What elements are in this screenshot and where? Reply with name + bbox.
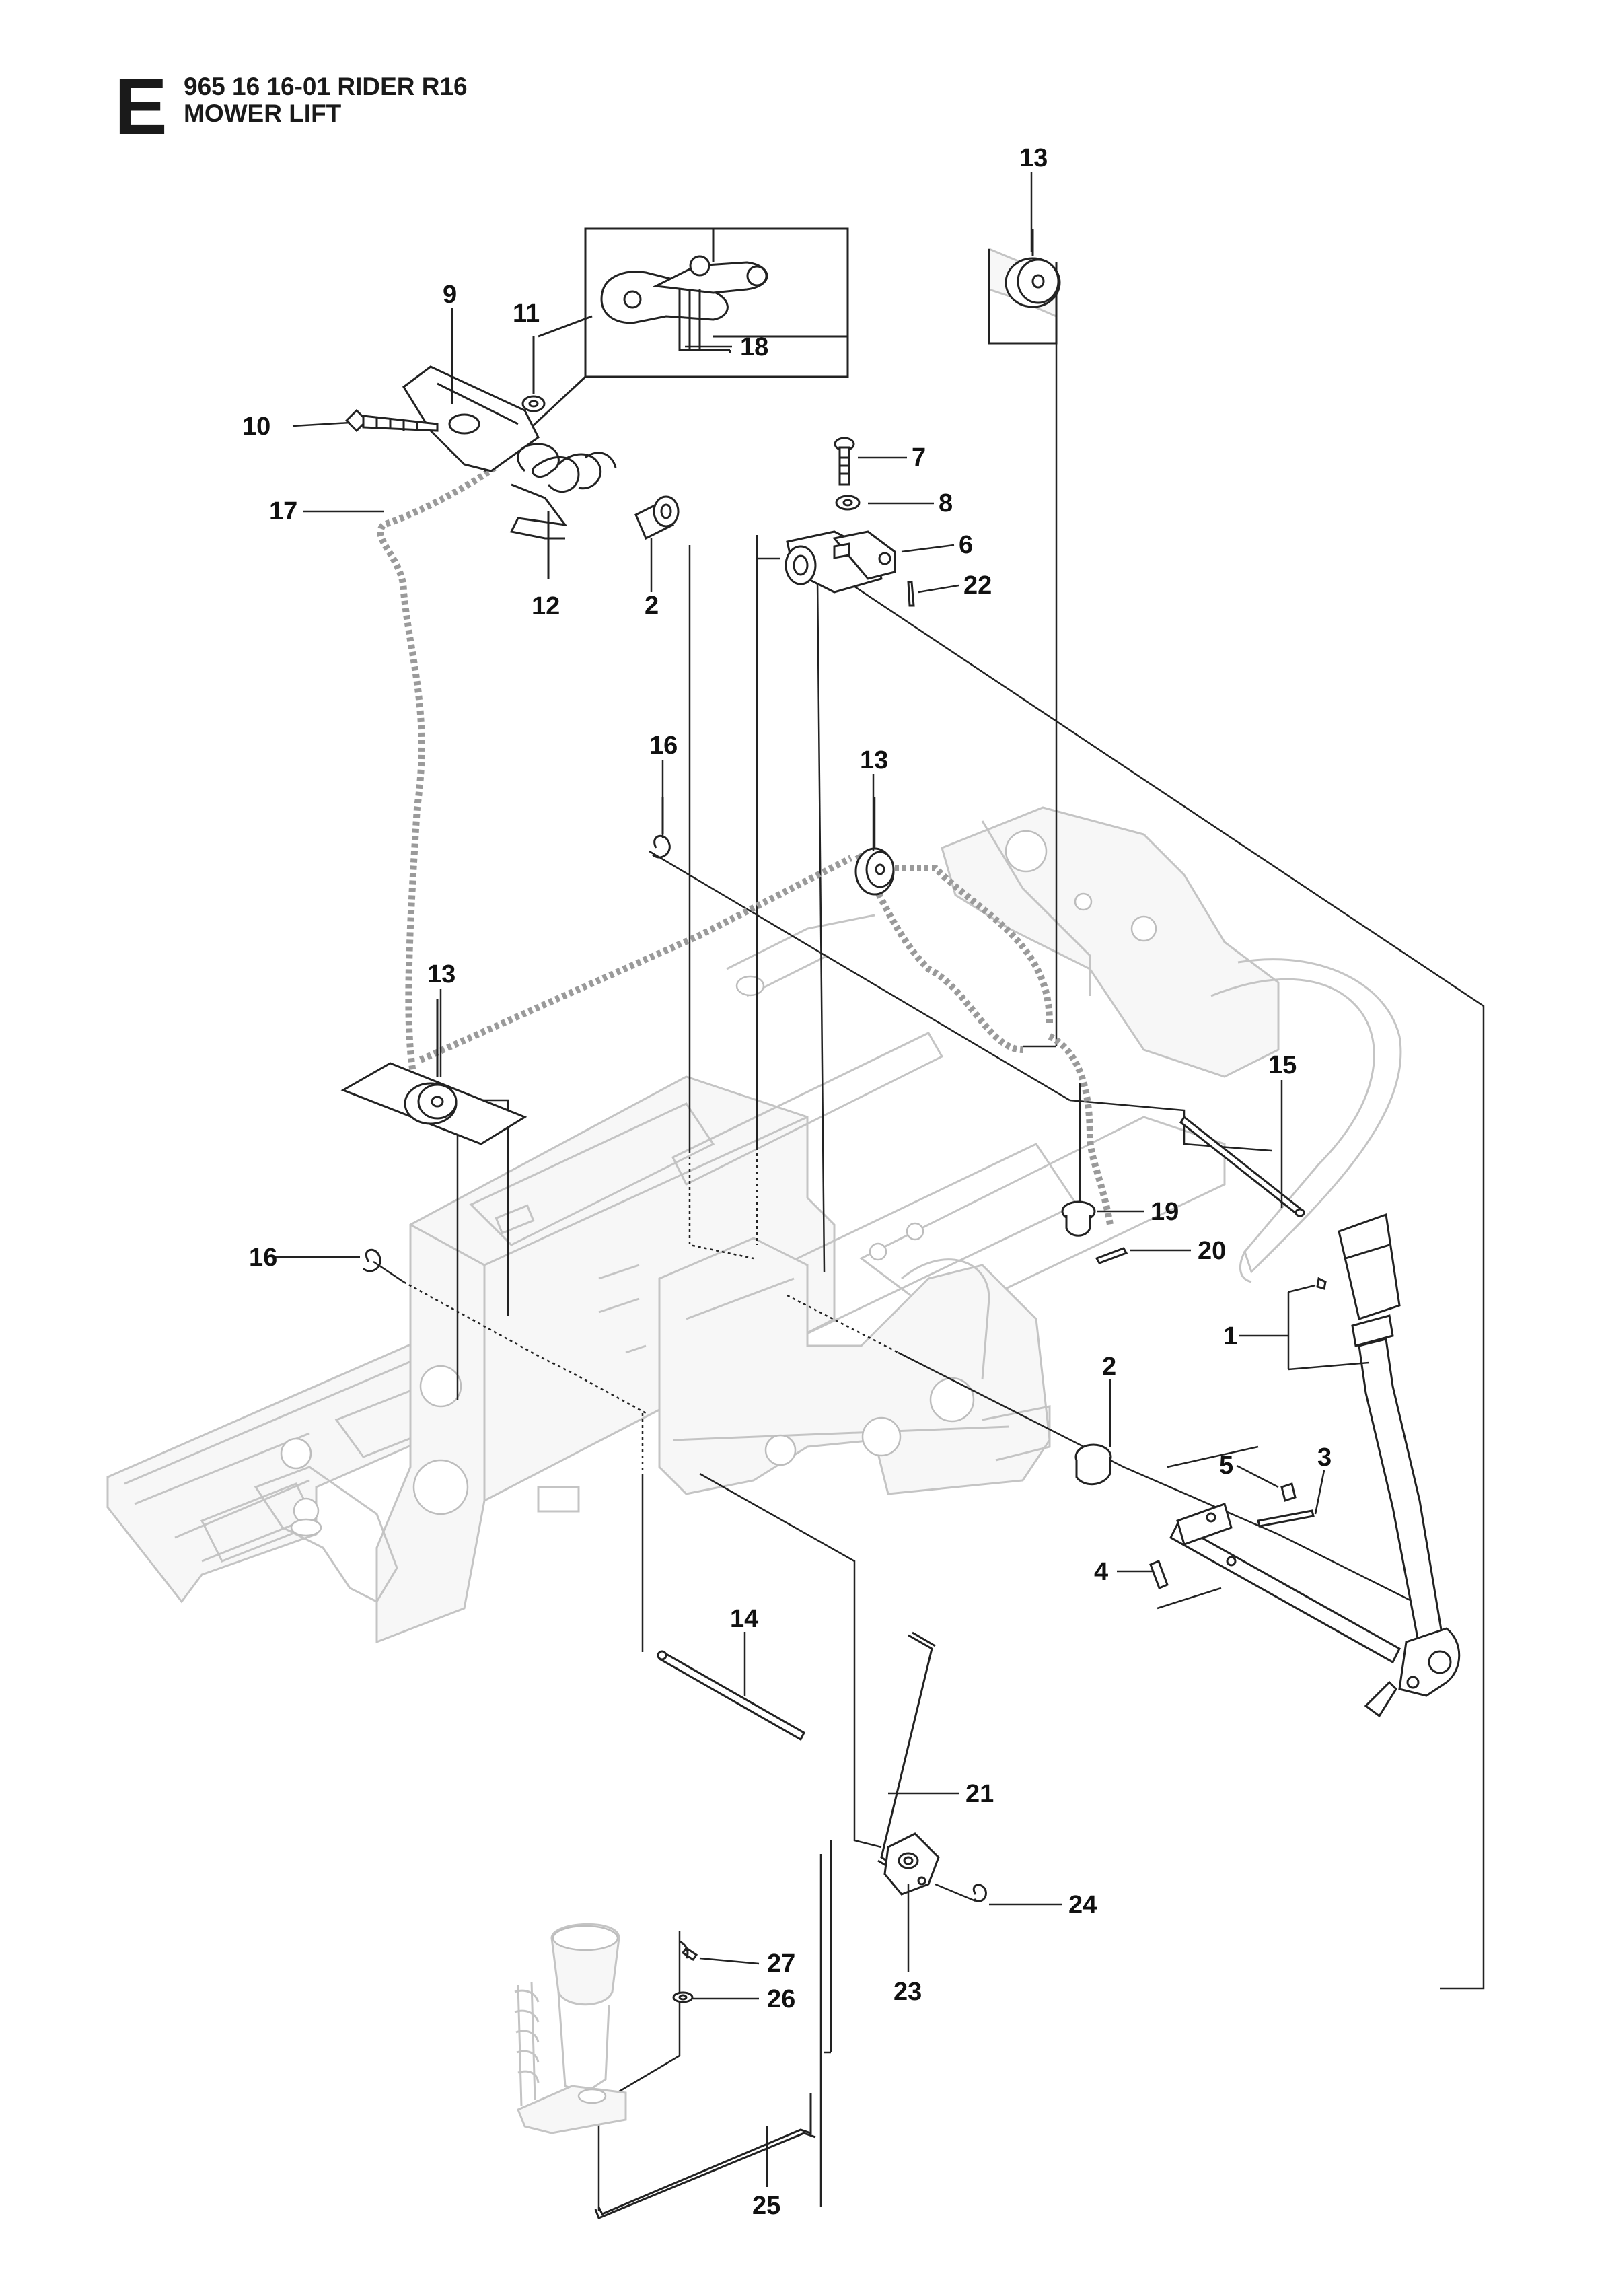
chain-17 (377, 464, 1114, 1225)
part-13-pulley-left (340, 999, 527, 1145)
part-7-bolt (834, 437, 855, 486)
callout-11: 11 (513, 299, 540, 328)
callout-26: 26 (767, 1985, 795, 2013)
callout-24: 24 (1068, 1891, 1097, 1919)
part-12-spring (509, 443, 617, 579)
callout-13-left: 13 (427, 960, 455, 989)
callout-16-lower: 16 (249, 1244, 277, 1272)
callout-25: 25 (752, 2192, 780, 2220)
callout-3: 3 (1317, 1443, 1332, 1472)
part-1-lever (1316, 1213, 1461, 1718)
callout-1: 1 (1223, 1322, 1237, 1351)
part-20-pin (1095, 1247, 1128, 1264)
part-2-spacer-top (634, 495, 680, 540)
callout-27: 27 (767, 1949, 795, 1978)
callout-9: 9 (443, 281, 457, 309)
part-19-spacer (1061, 1200, 1096, 1237)
part-3-pin (1257, 1509, 1315, 1528)
part-22-pin (907, 581, 915, 607)
part-16-ring-upper (651, 797, 671, 859)
part-2-spacer-lower (1074, 1443, 1112, 1486)
callout-7: 7 (912, 443, 926, 472)
part-13-pulley-mid (854, 847, 895, 896)
callout-6: 6 (959, 531, 973, 559)
callout-20: 20 (1198, 1237, 1226, 1265)
part-8-nut (835, 495, 861, 511)
chassis-frame (106, 806, 1402, 1644)
part-4-pin (1149, 1560, 1169, 1589)
callout-leaders (275, 172, 1370, 2187)
part-23-bracket (883, 1832, 940, 1896)
callout-2-lower: 2 (1102, 1353, 1116, 1381)
callout-10: 10 (242, 412, 270, 441)
part-26-washer (672, 1991, 694, 2003)
callout-13-mid: 13 (860, 746, 888, 775)
part-27-pin (679, 1940, 698, 1962)
callout-17: 17 (269, 497, 297, 526)
callout-2-top: 2 (645, 591, 659, 620)
callout-16-upper: 16 (649, 731, 678, 760)
callout-15: 15 (1268, 1051, 1297, 1079)
callout-12: 12 (532, 592, 560, 620)
model-title: 965 16 16-01 RIDER R16 (184, 73, 468, 100)
callout-labels: 13 9 11 18 10 7 8 17 6 22 12 2 16 13 13 … (242, 144, 1332, 2220)
callout-22: 22 (963, 571, 992, 600)
detail-inset-18 (483, 227, 849, 472)
part-14-rod (657, 1650, 805, 1742)
part-5-clip (1280, 1482, 1297, 1502)
section-letter: E (114, 63, 168, 151)
part-13-pulley-top (988, 229, 1061, 345)
callout-5: 5 (1219, 1451, 1233, 1480)
part-15-rod (1179, 1115, 1305, 1217)
callout-19: 19 (1151, 1198, 1179, 1226)
part-16-ring-lower (362, 1248, 381, 1272)
part-6-bracket (785, 530, 896, 594)
part-9-bracket (402, 365, 540, 472)
part-10-bolt (344, 408, 439, 433)
callout-18: 18 (740, 333, 768, 361)
pedal-assembly (514, 1923, 627, 2134)
explode-lines (373, 262, 1485, 2211)
part-24-clip (972, 1884, 987, 1902)
callout-14: 14 (730, 1605, 758, 1633)
part-shaft-assembly (1169, 1503, 1401, 1664)
diagram-header: E 965 16 16-01 RIDER R16 MOWER LIFT (114, 67, 720, 155)
callout-8: 8 (939, 489, 953, 517)
part-11-nut (521, 336, 546, 412)
assembly-title: MOWER LIFT (184, 100, 342, 127)
callout-21: 21 (965, 1780, 994, 1808)
callout-4: 4 (1094, 1558, 1108, 1586)
part-25-rod (594, 2093, 816, 2219)
callout-23: 23 (894, 1978, 922, 2006)
callout-13-top: 13 (1019, 144, 1048, 172)
